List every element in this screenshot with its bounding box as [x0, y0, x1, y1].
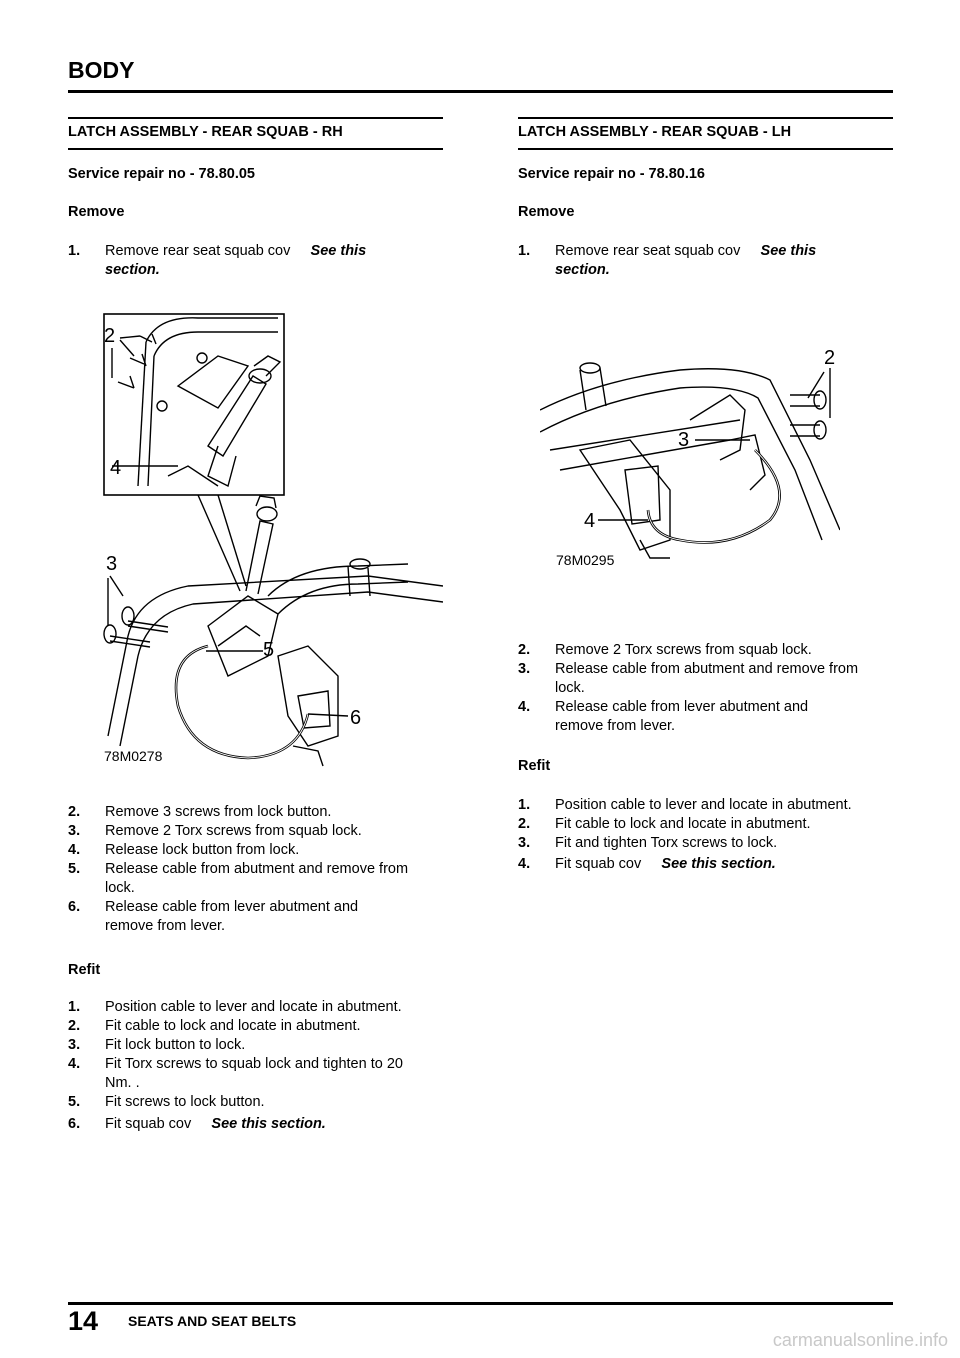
- right-remove-step-item: 4. Release cable from lever abutment and r…: [518, 698, 898, 736]
- left-section-title: LATCH ASSEMBLY - REAR SQUAB - RH: [68, 124, 343, 140]
- left-refit-steps: 1. Position cable to lever and locate in …: [68, 998, 448, 1112]
- left-remove-step-text: Release lock button from lock.: [105, 842, 300, 858]
- left-remove-steps: 2. Remove 3 screws from lock button. 3. Rem…: [68, 803, 448, 936]
- right-service-repair-no: Service repair no - 78.80.16: [518, 166, 705, 182]
- right-remove-step-item: 3. Release cable from abutment and remove…: [518, 660, 898, 698]
- right-remove-label: Remove: [518, 204, 575, 220]
- left-refit-step-item: 3. Fit lock button to lock.: [68, 1036, 448, 1055]
- left-refit-step-item: 1. Position cable to lever and locate in …: [68, 998, 448, 1017]
- left-remove-step-1: 1. Remove rear seat squab cov See this s…: [68, 243, 367, 278]
- right-refit-step-number: 1.: [518, 797, 531, 813]
- footer-page-number: 14: [68, 1306, 99, 1336]
- watermark-text[interactable]: carmanualsonline.info: [772, 1330, 948, 1350]
- right-figure-code: 78M0295: [556, 552, 615, 568]
- right-refit-step-text: Fit and tighten Torx screws to lock.: [555, 835, 778, 851]
- footer-section-name: SEATS AND SEAT BELTS: [128, 1313, 297, 1329]
- right-callout-4: 4: [584, 510, 595, 532]
- right-refit-step-item: 1. Position cable to lever and locate in …: [518, 796, 898, 815]
- left-callout-4: 4: [110, 457, 121, 479]
- footer-rule: [68, 1302, 893, 1305]
- left-remove-step-item: 6. Release cable from lever abutment and r…: [68, 898, 448, 936]
- right-remove-step-text: remove from lever.: [555, 718, 676, 734]
- left-remove-step-text: Release cable from lever abutment and: [105, 899, 359, 915]
- right-refit-step-item: 3. Fit and tighten Torx screws to lock.: [518, 834, 898, 853]
- left-refit-step-6: 6. Fit squab cov See this section.: [68, 1116, 326, 1132]
- left-figure-latch-rh: 2 4 3 5 6 78M0278: [103, 313, 443, 767]
- right-refit-step-number: 2.: [518, 816, 531, 832]
- right-refit-steps: 1. Position cable to lever and locate in …: [518, 796, 898, 853]
- right-remove-step-number: 3.: [518, 661, 531, 677]
- left-remove-step-text: remove from lever.: [105, 918, 226, 934]
- right-remove-step-number: 4.: [518, 699, 531, 715]
- left-refit-step-text: Fit Torx screws to squab lock and tighte…: [105, 1056, 403, 1072]
- right-remove-step-item: 2. Remove 2 Torx screws from squab lock.: [518, 641, 898, 660]
- header-rule: [68, 90, 893, 93]
- left-callout-3: 3: [106, 553, 117, 575]
- right-remove-step-text: lock.: [555, 680, 585, 696]
- left-figure-code: 78M0278: [104, 748, 163, 764]
- right-title-rule-top: [518, 117, 893, 119]
- left-remove-step-number: 3.: [68, 823, 81, 839]
- left-refit-step-item: 5. Fit screws to lock button.: [68, 1093, 448, 1112]
- right-remove-step-text: Release cable from abutment and remove f…: [555, 661, 859, 677]
- left-remove-step-number: 4.: [68, 842, 81, 858]
- left-refit-step-text: Nm. .: [105, 1075, 140, 1091]
- right-refit-xref-link[interactable]: See this section.: [661, 856, 776, 872]
- right-refit-step-text: Position cable to lever and locate in ab…: [555, 797, 852, 813]
- left-remove-step-item: 3. Remove 2 Torx screws from squab lock.: [68, 822, 448, 841]
- left-refit-step-number: 1.: [68, 999, 81, 1015]
- left-refit-step-number: 5.: [68, 1094, 81, 1110]
- left-refit-step-text: Fit screws to lock button.: [105, 1094, 265, 1110]
- left-refit-step-number: 3.: [68, 1037, 81, 1053]
- right-figure-latch-lh: 2 3 4 78M0295: [540, 347, 840, 568]
- left-callout-6: 6: [350, 707, 361, 729]
- right-refit-step-item: 2. Fit cable to lock and locate in abutme…: [518, 815, 898, 834]
- left-callout-2: 2: [104, 325, 115, 347]
- right-refit-label: Refit: [518, 758, 551, 774]
- left-refit-label: Refit: [68, 962, 101, 978]
- left-remove-label: Remove: [68, 204, 125, 220]
- right-title-rule-bottom: [518, 148, 893, 150]
- left-remove-step-number: 6.: [68, 899, 81, 915]
- left-remove-step-text: Remove 2 Torx screws from squab lock.: [105, 823, 362, 839]
- left-step1-xref-link-cont[interactable]: section.: [105, 262, 160, 278]
- left-refit-step-text: Position cable to lever and locate in ab…: [105, 999, 402, 1015]
- left-remove-step-text: lock.: [105, 880, 135, 896]
- right-remove-steps: 2. Remove 2 Torx screws from squab lock. 3…: [518, 641, 898, 736]
- left-step1-xref-link[interactable]: See this: [310, 243, 367, 259]
- left-refit-step-number: 4.: [68, 1056, 81, 1072]
- left-refit-step-text: Fit lock button to lock.: [105, 1037, 246, 1053]
- left-refit-step-item: 2. Fit cable to lock and locate in abutme…: [68, 1017, 448, 1036]
- left-remove-step-number: 2.: [68, 804, 81, 820]
- right-step1-xref-link-cont[interactable]: section.: [555, 262, 610, 278]
- left-remove-step-item: 5. Release cable from abutment and remove…: [68, 860, 448, 898]
- left-refit-xref-link[interactable]: See this section.: [211, 1116, 326, 1132]
- right-callout-2: 2: [824, 347, 835, 369]
- right-step1-xref-link[interactable]: See this: [760, 243, 817, 259]
- left-remove-step-number: 5.: [68, 861, 81, 877]
- right-remove-step-number: 2.: [518, 642, 531, 658]
- left-refit-step-item: 4. Fit Torx screws to squab lock and tigh…: [68, 1055, 448, 1093]
- left-title-rule-bottom: [68, 148, 443, 150]
- right-refit-step-text: Fit cable to lock and locate in abutment…: [555, 816, 811, 832]
- right-refit-step-4: 4. Fit squab cov See this section.: [518, 856, 776, 872]
- page-header-title: BODY: [68, 57, 135, 83]
- left-refit-step-text: Fit cable to lock and locate in abutment…: [105, 1018, 361, 1034]
- left-remove-step-text: Release cable from abutment and remove f…: [105, 861, 409, 877]
- right-remove-step-text: Release cable from lever abutment and: [555, 699, 809, 715]
- right-callout-3: 3: [678, 429, 689, 451]
- right-section-title: LATCH ASSEMBLY - REAR SQUAB - LH: [518, 124, 792, 140]
- left-refit-step-number: 2.: [68, 1018, 81, 1034]
- left-service-repair-no: Service repair no - 78.80.05: [68, 166, 255, 182]
- left-title-rule-top: [68, 117, 443, 119]
- left-callout-5: 5: [263, 639, 274, 661]
- left-remove-step-item: 2. Remove 3 screws from lock button.: [68, 803, 448, 822]
- right-refit-step-number: 3.: [518, 835, 531, 851]
- left-remove-step-text: Remove 3 screws from lock button.: [105, 804, 332, 820]
- left-remove-step-item: 4. Release lock button from lock.: [68, 841, 448, 860]
- right-remove-step-text: Remove 2 Torx screws from squab lock.: [555, 642, 812, 658]
- right-remove-step-1: 1. Remove rear seat squab cov See this s…: [518, 243, 817, 278]
